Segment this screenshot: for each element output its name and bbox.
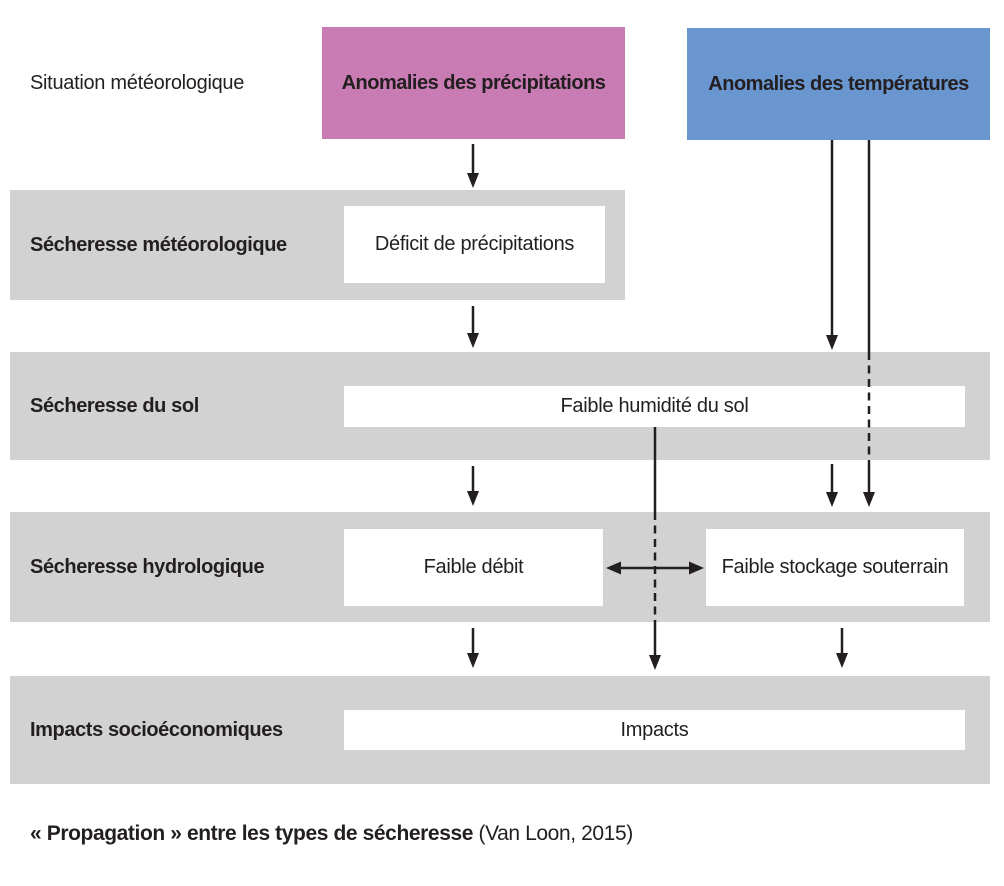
- box-low-streamflow: Faible débit: [344, 529, 603, 606]
- row-label-soil-drought: Sécheresse du sol: [30, 394, 199, 417]
- row-label-meteorological-drought: Sécheresse météorologique: [30, 233, 287, 256]
- box-precipitation-deficit: Déficit de précipitations: [344, 206, 605, 283]
- arrow-precipitation-to-meteorological: [467, 144, 479, 188]
- caption-source: (Van Loon, 2015): [473, 822, 633, 845]
- arrow-soil-to-streamflow: [467, 466, 479, 506]
- caption: « Propagation » entre les types de séche…: [30, 822, 633, 846]
- row-label-socioeconomic-impacts: Impacts socioéconomiques: [30, 718, 283, 741]
- box-low-soil-moisture: Faible humidité du sol: [344, 386, 965, 427]
- box-low-groundwater-storage: Faible stockage souterrain: [706, 529, 964, 606]
- arrow-streamflow-to-impacts: [467, 628, 479, 668]
- arrow-temperature-to-soil: [826, 140, 838, 350]
- arrow-meteorological-to-soil: [467, 306, 479, 348]
- situation-label: Situation météorologique: [30, 71, 245, 94]
- arrow-soil-to-groundwater: [826, 464, 838, 507]
- arrow-groundwater-to-impacts: [836, 628, 848, 668]
- caption-title: « Propagation » entre les types de séche…: [30, 822, 474, 845]
- box-impacts: Impacts: [344, 710, 965, 750]
- temperature-anomalies-box: Anomalies des températures: [687, 28, 990, 140]
- row-label-hydrological-drought: Sécheresse hydrologique: [30, 555, 265, 578]
- precipitation-anomalies-box: Anomalies des précipitations: [322, 27, 625, 139]
